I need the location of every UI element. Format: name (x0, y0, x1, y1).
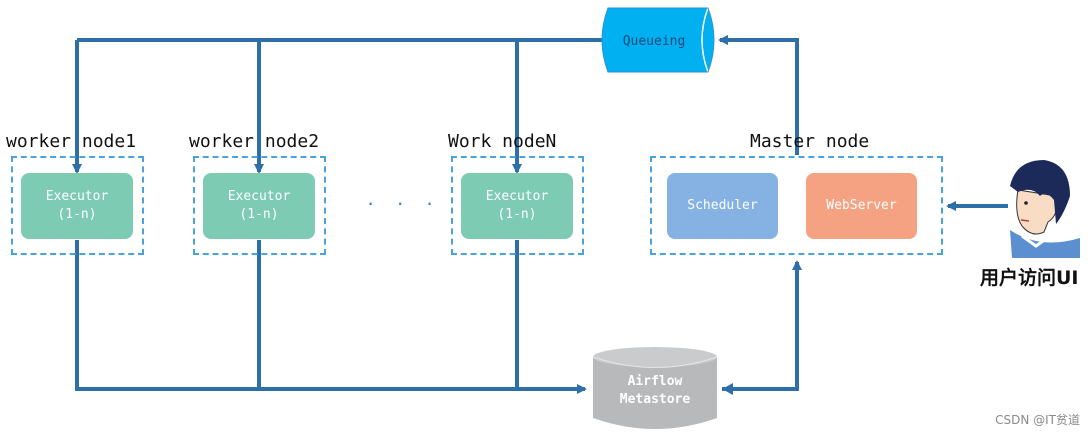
worker-node1-label: worker node1 (6, 131, 137, 152)
worker-node2-executor: Executor (1-n) (203, 173, 315, 239)
executor-count: (1-n) (57, 207, 97, 222)
worker-nodeN-executor: Executor (1-n) (461, 173, 573, 239)
worker-node1-box (11, 156, 144, 255)
master-node-label: Master node (750, 131, 870, 152)
worker-node2-label: worker node2 (189, 131, 320, 152)
worker-nodeN-box (451, 156, 584, 255)
watermark: CSDN @IT贫道 (995, 413, 1080, 427)
webserver-label: WebServer (826, 198, 897, 213)
arrow-workers-to-metastore (75, 240, 587, 394)
metastore-label-line2: Metastore (620, 392, 691, 407)
metastore-label-line1: Airflow (628, 374, 683, 389)
executor-title: Executor (227, 189, 291, 204)
user-access-label: 用户访问UI (980, 267, 1079, 289)
user-avatar-icon (1010, 160, 1080, 258)
scheduler-label: Scheduler (687, 198, 758, 213)
ellipsis: · · · (367, 190, 442, 215)
worker-nodeN-label: Work nodeN (448, 131, 557, 152)
worker-node2-box (193, 156, 326, 255)
arrow-master-to-queue (718, 35, 799, 155)
worker-node1-executor: Executor (1-n) (21, 173, 133, 239)
metastore-cylinder: Airflow Metastore (592, 347, 718, 429)
master-node-box (650, 156, 943, 255)
arrow-metastore-to-master (722, 260, 802, 391)
queue-cylinder: Queueing (601, 7, 715, 73)
executor-title: Executor (485, 189, 549, 204)
arrow-master-to-metastore-head (722, 383, 733, 395)
webserver-box: WebServer (806, 173, 917, 239)
scheduler-box: Scheduler (667, 173, 778, 239)
executor-count: (1-n) (497, 207, 537, 222)
executor-count: (1-n) (239, 207, 279, 222)
executor-title: Executor (45, 189, 109, 204)
queue-label: Queueing (623, 34, 686, 49)
